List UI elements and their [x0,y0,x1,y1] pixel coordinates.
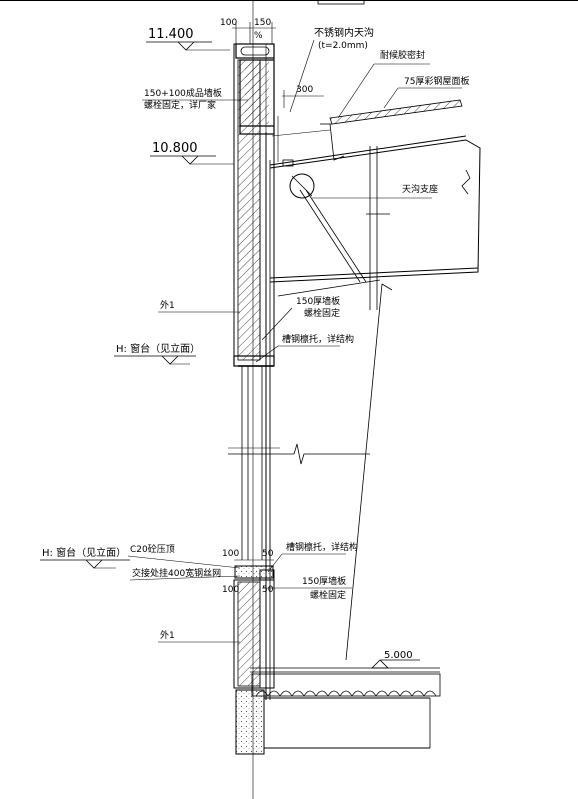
dim-top: 100 150 % [220,18,276,44]
dim-150-top: 150 [254,18,271,28]
dim-50-mid: 50 [262,549,274,559]
label-sill-b: H: 窗台（见立面） [42,546,126,559]
label-roof-panel: 75厚彩钢屋面板 [404,75,469,87]
sill-mark-b: H: 窗台（见立面） [40,546,130,569]
dim-50-low: 50 [262,585,274,595]
note-gutter-support: 天沟支座 [312,183,438,199]
dim-mid: 100 50 100 50 [222,549,274,595]
floor-slab [235,667,441,755]
label-girt-a: 槽钢檩托，详结构 [282,333,354,345]
title-tab [317,0,365,5]
level-mark-11400: 11.400 [146,27,230,51]
label-c20: C20砼压顶 [130,543,175,555]
level-text-2: 10.800 [152,141,198,156]
dim-100-top: 100 [220,18,237,28]
slope-mark: % [254,31,263,41]
label-wall-150-a: 150厚墙板 [296,295,340,307]
steel-frame [265,132,481,700]
label-bolt-fix-b: 螺栓固定 [310,589,346,601]
note-outer1-top: 外1 [158,299,240,313]
dim-100-mid: 100 [222,549,239,559]
note-wall-150-b: 150厚墙板 螺栓固定 [262,575,352,601]
gutter [271,116,331,162]
dim-100-low: 100 [222,585,239,595]
sill-mark-a: H: 窗台（见立面） [114,342,200,365]
label-bolt-fix-a: 螺栓固定 [304,307,340,319]
note-wall-panel-top: 150+100成品墙板 螺栓固定，详厂家 [142,87,248,111]
dim-300-text: 300 [296,85,313,95]
label-sill-a: H: 窗台（见立面） [116,342,200,355]
label-girt-b: 槽钢檩托，详结构 [286,541,358,553]
label-wall-150-b: 150厚墙板 [302,575,346,587]
label-outer1-low: 外1 [160,629,175,641]
label-mesh: 交接处挂400宽钢丝网 [132,567,221,579]
note-gutter: 不锈钢内天沟 (t=2.0mm) [289,26,374,113]
label-wall-panel-top: 150+100成品墙板 [144,87,222,99]
label-gutter-thk: (t=2.0mm) [318,41,368,51]
note-c20: C20砼压顶 交接处挂400宽钢丝网 [127,543,241,581]
roof-panel [320,99,463,161]
upper-wall [233,43,275,367]
note-sealant: 耐候胶密封 [337,49,430,119]
level-mark-10800: 10.800 [150,141,234,165]
level-text-3: 5.000 [384,650,413,661]
break-line [228,443,370,465]
label-gutter: 不锈钢内天沟 [314,26,374,39]
note-outer1-low: 外1 [158,629,240,643]
note-wall-150-a: 150厚墙板 螺栓固定 [261,295,340,341]
level-mark-5000: 5.000 [371,650,420,669]
dim-300: 300 [282,85,324,108]
label-gutter-support: 天沟支座 [402,183,438,195]
label-bolt-fix-top: 螺栓固定，详厂家 [144,99,216,111]
level-text-1: 11.400 [148,27,194,42]
note-girt-a: 槽钢檩托，详结构 [255,333,354,363]
label-sealant: 耐候胶密封 [380,49,425,61]
lower-wall [233,565,275,689]
note-roof-panel: 75厚彩钢屋面板 [383,75,469,109]
label-outer1-top: 外1 [160,299,175,311]
note-girt-b: 槽钢檩托，详结构 [267,541,358,573]
